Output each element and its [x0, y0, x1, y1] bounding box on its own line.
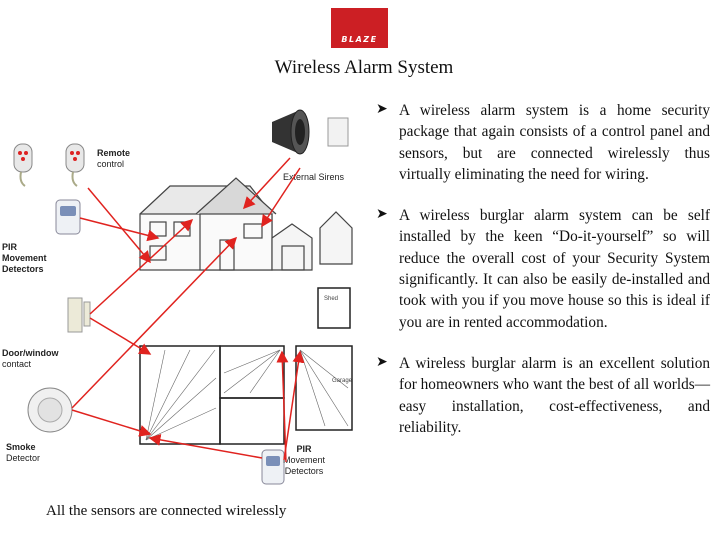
bullet-text: A wireless burglar alarm is an excellent… — [399, 354, 710, 436]
logo-text: BLAZE — [341, 35, 378, 44]
blaze-logo: BLAZE — [331, 8, 388, 48]
slide-title: Wireless Alarm System — [274, 57, 454, 78]
bullet-item: ➤ A wireless alarm system is a home secu… — [376, 100, 710, 185]
pir-sensor-icon — [55, 199, 81, 235]
bullet-text: A wireless burglar alarm system can be s… — [399, 207, 710, 331]
pir-coverage-lines — [145, 349, 349, 441]
bullet-list: ➤ A wireless alarm system is a home secu… — [376, 100, 710, 458]
pir-right-label-3: Detectors — [285, 466, 324, 476]
pir-left-label-1: PIR — [2, 242, 18, 252]
bullet-item: ➤ A wireless burglar alarm system can be… — [376, 205, 710, 333]
remote-control-label-2: control — [97, 159, 124, 169]
alarm-diagram: Remote control External Sirens PIR Movem… — [2, 109, 353, 485]
door-window-label-1: Door/window — [2, 348, 59, 358]
pir-left-label-3: Detectors — [2, 264, 44, 274]
door-contact-icon — [67, 297, 91, 333]
smoke-detector-icon — [27, 387, 73, 433]
pir-right-label-1: PIR — [296, 444, 312, 454]
external-sirens-label: External Sirens — [283, 172, 345, 182]
pir-left-label-2: Movement — [2, 253, 47, 263]
remote-control-icon — [13, 143, 85, 187]
wireless-arrows — [71, 157, 305, 463]
garage-label: Garage — [332, 378, 353, 384]
house-illustration — [139, 177, 353, 271]
arrow-bullet-icon: ➤ — [376, 206, 388, 223]
bullet-item: ➤ A wireless burglar alarm is an excelle… — [376, 353, 710, 438]
diagram-caption: All the sensors are connected wirelessly — [46, 503, 287, 519]
floor-plan — [139, 287, 353, 445]
siren-icon — [272, 109, 349, 155]
bullet-text: A wireless alarm system is a home securi… — [399, 102, 710, 183]
arrow-bullet-icon: ➤ — [376, 353, 388, 370]
remote-control-label: Remote — [97, 148, 130, 158]
shed-label: Shed — [324, 296, 338, 302]
pir-right-label-2: Movement — [283, 455, 326, 465]
smoke-label-2: Detector — [6, 453, 40, 463]
arrow-bullet-icon: ➤ — [376, 101, 388, 117]
smoke-label-1: Smoke — [6, 442, 36, 452]
door-window-label-2: contact — [2, 359, 32, 369]
pir-sensor-right-icon — [261, 449, 285, 485]
